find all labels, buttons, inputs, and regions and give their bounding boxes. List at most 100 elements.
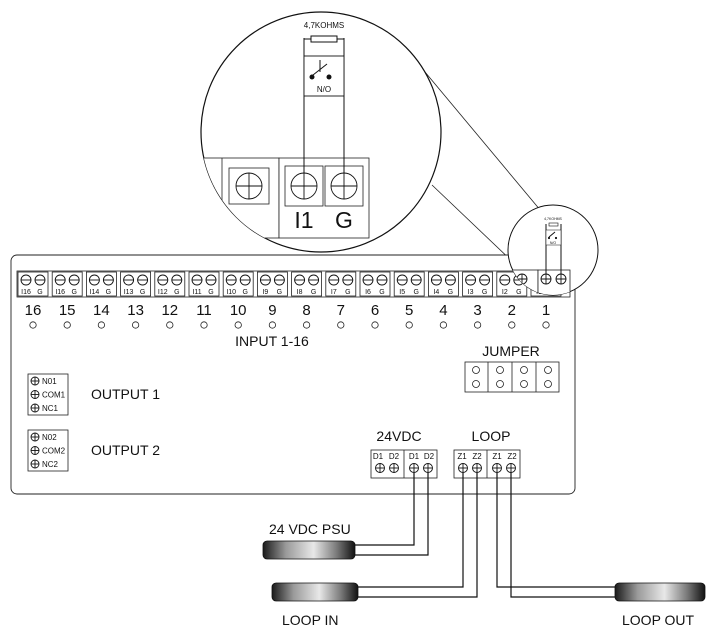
screw-icon (30, 446, 40, 455)
screw-icon (362, 274, 374, 286)
output-2-block: N02 COM2 NC2 (27, 429, 69, 472)
screw-icon (30, 376, 40, 386)
input-number: 5 (405, 302, 413, 319)
screw-icon (30, 459, 40, 469)
screw-icon (328, 274, 340, 286)
screw-icon (375, 463, 385, 473)
input-led-icon (200, 321, 208, 329)
screw-icon (235, 172, 263, 200)
input-terminal-label: I11 (192, 289, 201, 296)
output-1-pin-com1: COM1 (42, 391, 66, 400)
input-terminal-label: I13 (124, 289, 134, 296)
screw-icon (54, 274, 66, 286)
mini-zoom-detail: 4,7KOHMS N/O (507, 204, 599, 296)
input-led-icon (234, 321, 242, 329)
screw-icon (30, 403, 40, 413)
power-pin-d1-left: D1 (373, 452, 384, 461)
screw-icon (330, 172, 358, 200)
mini-switch-label: N/O (550, 241, 557, 245)
input-terminal-label: I8 (297, 289, 303, 296)
input-number: 1 (542, 302, 550, 319)
input-terminal-label: I6 (365, 289, 371, 296)
input-terminal-label: I10 (226, 289, 236, 296)
power-pin-d2-right: D2 (424, 452, 435, 461)
input-led-icon (439, 321, 447, 329)
loop-out-wires (496, 473, 617, 598)
input-terminal-label: G (140, 289, 145, 296)
loop-terminal-block: Z1 Z2 Z1 Z2 (453, 449, 521, 479)
input-terminal-pair: I13 G (120, 271, 151, 297)
screw-icon (389, 463, 399, 473)
input-terminal-label: G (482, 289, 487, 296)
screw-icon (458, 463, 468, 473)
screw-icon (499, 274, 511, 286)
input-led-icon (132, 321, 140, 329)
input-terminal-label: I16 (21, 289, 31, 296)
input-number: 14 (93, 302, 110, 319)
psu-cable (262, 540, 356, 560)
input-number: 6 (371, 302, 379, 319)
loop-pin-z1-left: Z1 (457, 452, 467, 461)
screw-icon (423, 463, 433, 473)
screw-icon (492, 463, 502, 473)
screw-icon (34, 274, 46, 286)
power-title: 24VDC (376, 428, 421, 444)
screw-icon (430, 274, 442, 286)
input-terminal-label: I16 (55, 289, 65, 296)
loop-in-wires (356, 473, 478, 598)
screw-icon (342, 274, 354, 286)
screw-icon (30, 432, 40, 442)
loop-title: LOOP (472, 428, 511, 444)
jumper-block (464, 361, 560, 393)
screw-icon (30, 390, 40, 399)
power-pin-d1-right: D1 (409, 452, 420, 461)
input-terminal-label: I14 (90, 289, 100, 296)
input-terminal-pair: I8 G (291, 271, 323, 297)
input-terminal-pair: I16 G (17, 271, 49, 297)
input-terminal-label: G (516, 289, 521, 296)
screw-icon (409, 463, 419, 473)
input-terminal-label: G (413, 289, 418, 296)
screw-icon (239, 274, 251, 286)
screw-icon (376, 274, 388, 286)
input-terminal-label: G (106, 289, 111, 296)
screw-icon (273, 274, 285, 286)
screw-icon (191, 274, 203, 286)
input-number: 3 (473, 302, 481, 319)
screw-icon (308, 274, 320, 286)
input-terminal-label: I9 (262, 289, 268, 296)
screw-icon (506, 463, 516, 473)
output-1-block: N01 COM1 NC1 (27, 373, 69, 416)
power-terminal-block: D1 D2 D1 D2 (370, 449, 438, 479)
screw-icon (555, 273, 567, 285)
input-terminal-label: G (37, 289, 42, 296)
loop-pin-z1-right: Z1 (492, 452, 502, 461)
output-1-pin-nc1: NC1 (42, 404, 59, 413)
input-terminal-pair: I14 G (86, 271, 117, 297)
screw-icon (68, 274, 80, 286)
loop-pin-z2-left: Z2 (472, 452, 482, 461)
mini-resistor-label: 4,7KOHMS (544, 217, 562, 221)
resistor-icon (310, 35, 338, 43)
input-terminal-label: G (311, 289, 316, 296)
output-1-pin-n01: N01 (42, 377, 57, 386)
screw-icon (102, 274, 114, 286)
input-number: 16 (25, 302, 42, 319)
input-number: 2 (508, 302, 516, 319)
output-2-pin-com2: COM2 (42, 447, 66, 456)
zoom-connector-line (424, 71, 542, 212)
input-number: 13 (127, 302, 144, 319)
input-terminal-label: I12 (158, 289, 168, 296)
input-terminal-label: I2 (502, 289, 508, 296)
screw-icon (205, 274, 217, 286)
output-2-pin-n02: N02 (42, 433, 57, 442)
loop-out-label: LOOP OUT (622, 612, 695, 628)
input-terminal-label: G (448, 289, 453, 296)
input-terminal-label: G (174, 289, 179, 296)
input-led-icon (166, 321, 174, 329)
screw-icon (472, 463, 482, 473)
